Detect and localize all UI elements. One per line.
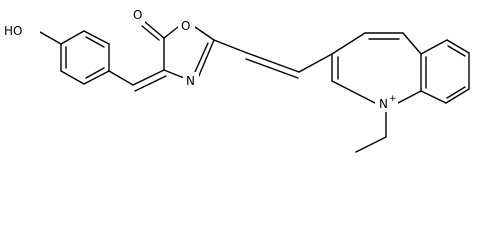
ethyl-group <box>355 109 387 153</box>
hydroxyl-label: HO <box>4 24 22 38</box>
hydroxyphenyl-ring <box>39 30 110 85</box>
quinolinium-nitrogen-label: N <box>379 97 388 111</box>
methylidene-linker <box>108 69 167 92</box>
atom-labels: HO O O N N + <box>2 6 398 112</box>
quinolinium-benzo-ring <box>420 39 470 104</box>
vinyl-bridge <box>213 39 333 79</box>
chemical-structure: HO O O N N + <box>2 6 470 153</box>
ring-oxygen-label: O <box>181 19 190 33</box>
quinolinium-pyridinium-ring <box>331 32 422 104</box>
oxazolone-ring <box>141 21 215 79</box>
carbonyl-oxygen-label: O <box>133 8 142 22</box>
positive-charge-label: + <box>389 94 397 104</box>
ring-nitrogen-label: N <box>186 74 195 88</box>
